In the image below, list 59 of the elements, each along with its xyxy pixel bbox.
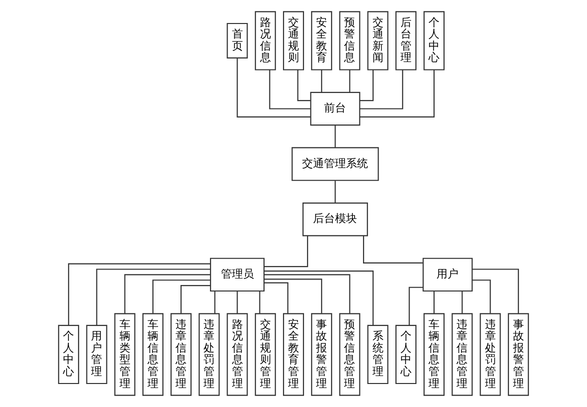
connector: [363, 236, 423, 264]
node-box: 后台管理: [395, 11, 416, 70]
connector: [360, 70, 404, 110]
connector: [269, 70, 310, 110]
connector: [124, 274, 210, 314]
connector: [334, 180, 336, 203]
connector: [472, 280, 491, 314]
node-box: 个人中心: [58, 324, 80, 384]
node-box: 安全教育: [311, 11, 332, 70]
node-box: 事故报警管理: [311, 313, 332, 396]
node-box: 交通管理系统: [292, 147, 379, 181]
node-box: 违章处罚管理: [198, 313, 220, 396]
node-box: 事故报警管理: [508, 313, 529, 396]
node-box: 车辆信息管理: [424, 313, 445, 396]
connector: [408, 286, 424, 326]
connector: [180, 285, 210, 314]
node-box: 个人中心: [424, 11, 445, 70]
connector: [264, 282, 288, 314]
connector: [349, 70, 350, 92]
node-box: 后台模块: [302, 202, 368, 236]
node-box: 前台: [310, 92, 360, 126]
node-box: 交通新闻: [367, 11, 388, 70]
connector: [264, 274, 350, 314]
connector: [264, 278, 322, 314]
node-box: 交通规则管理: [254, 313, 276, 396]
node-box: 管理员: [210, 258, 265, 292]
connector: [472, 268, 519, 314]
connector: [360, 70, 374, 102]
node-box: 车辆类型管理: [114, 313, 136, 396]
node-box: 预警信息管理: [339, 313, 360, 396]
connector: [434, 291, 435, 314]
node-box: 用户: [422, 258, 473, 292]
node-box: 预警信息: [339, 11, 360, 70]
connector: [264, 236, 308, 268]
node-box: 车辆信息管理: [142, 313, 164, 396]
connector: [152, 280, 210, 314]
connector: [214, 291, 216, 314]
connector: [321, 70, 322, 92]
node-box: 安全教育管理: [282, 313, 304, 396]
connector: [264, 270, 374, 326]
connector: [360, 70, 435, 118]
node-box: 违章信息管理: [452, 313, 473, 396]
node-box: 违章处罚管理: [480, 313, 501, 396]
connector: [462, 291, 463, 314]
node-box: 系统管理: [367, 324, 388, 384]
connector: [236, 291, 238, 314]
node-box: 个人中心: [395, 324, 416, 384]
connector: [96, 268, 210, 326]
node-box: 路况信息管理: [226, 313, 248, 396]
node-box: 首页: [226, 22, 248, 58]
node-box: 违章信息管理: [170, 313, 192, 396]
node-box: 用户管理: [86, 324, 108, 384]
connector: [236, 58, 310, 118]
node-box: 路况信息: [254, 11, 276, 70]
connector: [297, 70, 310, 102]
node-box: 交通规则: [282, 11, 304, 70]
connector: [259, 291, 260, 314]
connector: [68, 263, 210, 326]
connector: [334, 125, 336, 148]
